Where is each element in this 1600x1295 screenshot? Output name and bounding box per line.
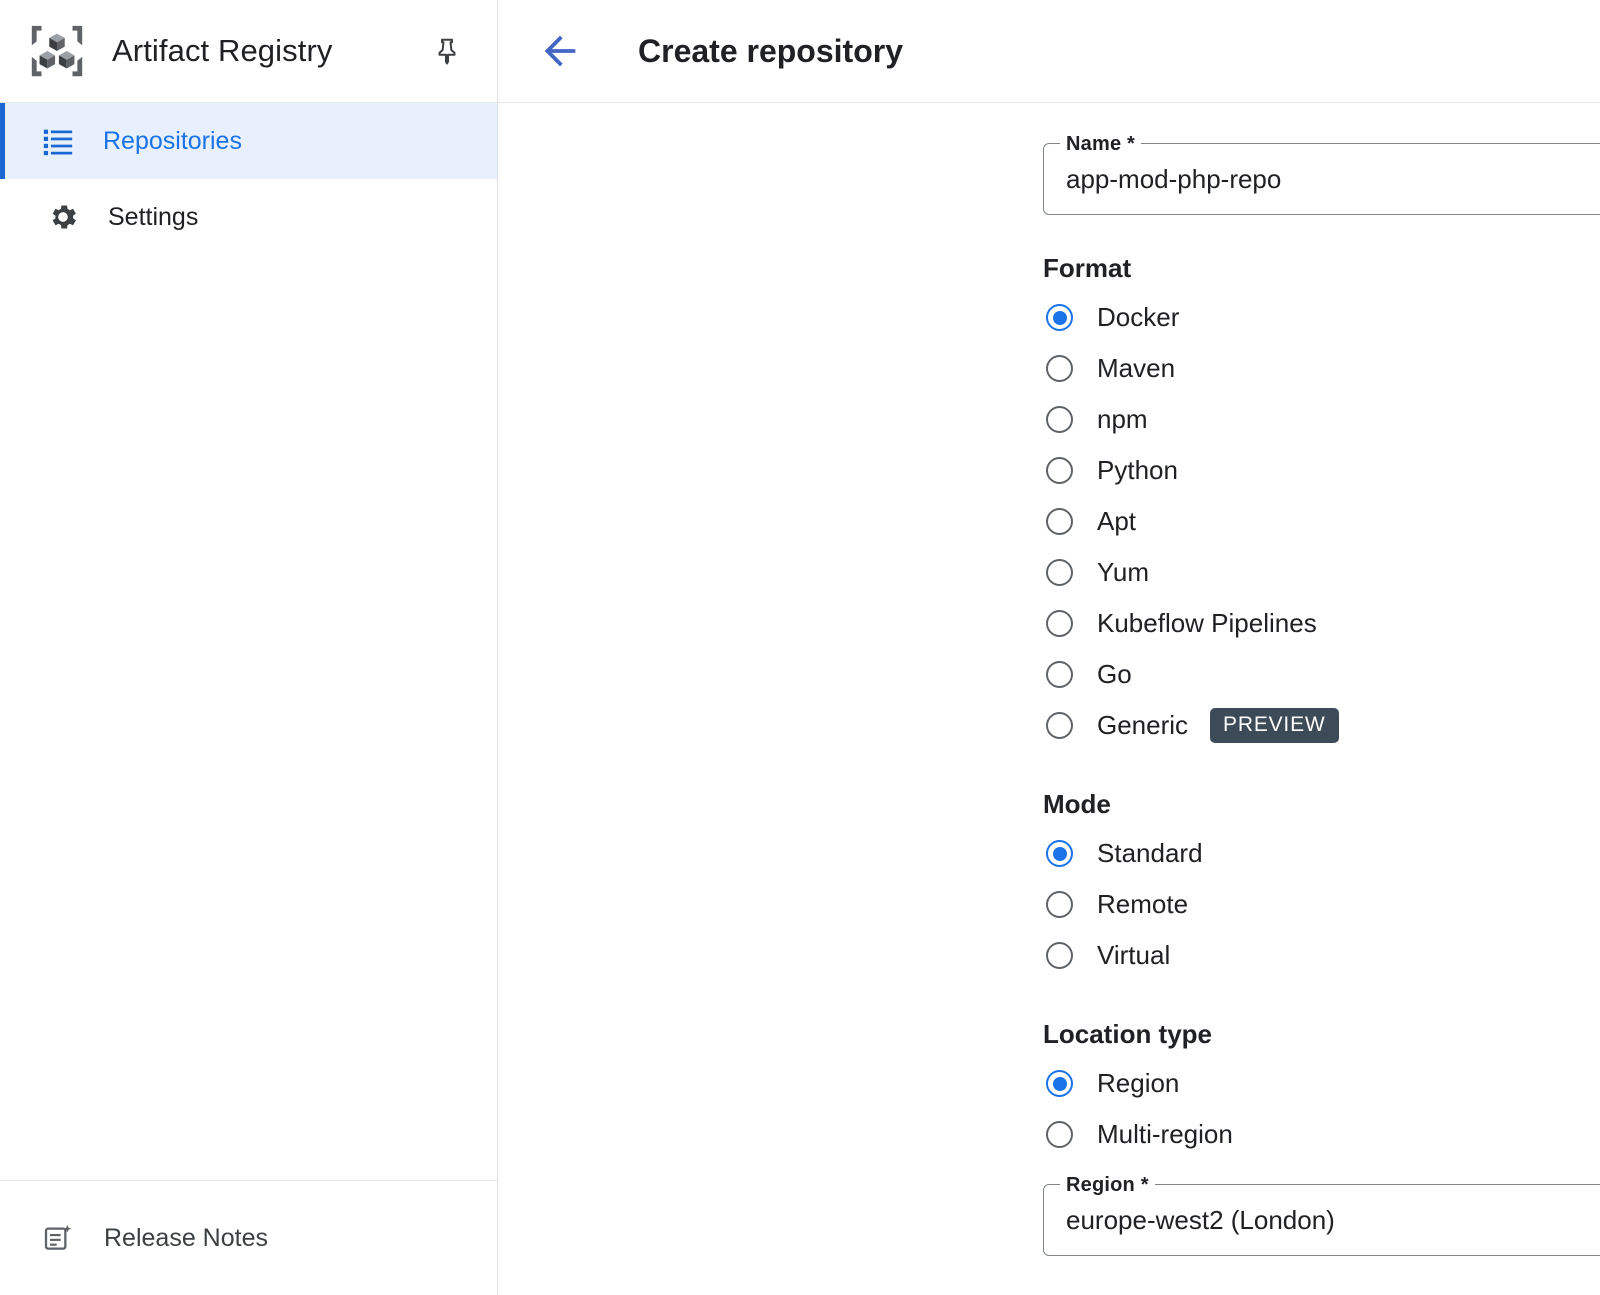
list-icon [43,129,73,156]
release-notes-label: Release Notes [104,1223,268,1252]
sidebar-nav: Repositories Settings [0,103,497,255]
format-option-docker-label: Docker [1097,302,1180,332]
preview-badge: PREVIEW [1210,708,1339,743]
page-title: Create repository [638,32,903,69]
radio-python[interactable] [1046,457,1073,484]
mode-group-label: Mode [1043,789,1111,819]
mode-option-standard[interactable]: Standard [1043,828,1600,879]
format-group: Format Docker Maven npm [1043,253,1600,751]
format-option-python-label: Python [1097,455,1178,485]
location-type-group-label: Location type [1043,1019,1213,1049]
location-type-option-region[interactable]: Region [1043,1058,1600,1109]
brand-title: Artifact Registry [112,33,333,68]
arrow-left-icon [544,35,576,67]
radio-maven[interactable] [1046,355,1073,382]
name-field-label: Name * [1060,133,1142,156]
format-option-yum-label: Yum [1097,557,1150,587]
radio-yum[interactable] [1046,559,1073,586]
format-option-generic-label: Generic [1097,710,1189,740]
sidebar-spacer [0,255,497,1180]
format-option-go-label: Go [1097,659,1132,689]
artifact-registry-cubes-icon [31,25,83,77]
radio-multi-region[interactable] [1046,1121,1073,1148]
form-container: Name * Format Docker Maven [498,103,1600,1276]
page-header: Create repository [498,0,1600,103]
mode-option-remote-label: Remote [1097,889,1189,919]
name-input[interactable] [1066,163,1600,195]
mode-option-virtual-label: Virtual [1097,940,1171,970]
location-type-option-region-label: Region [1097,1068,1180,1098]
gear-icon [52,205,76,229]
format-option-python[interactable]: Python [1043,445,1600,496]
radio-standard[interactable] [1046,840,1073,867]
format-option-generic[interactable]: Generic PREVIEW [1043,700,1600,751]
format-option-go[interactable]: Go [1043,649,1600,700]
mode-group: Mode Standard Remote Virtual [1043,789,1600,981]
format-option-npm-label: npm [1097,404,1148,434]
radio-region[interactable] [1046,1070,1073,1097]
radio-apt[interactable] [1046,508,1073,535]
radio-docker[interactable] [1046,304,1073,331]
sidebar-item-settings[interactable]: Settings [0,179,497,255]
format-option-docker[interactable]: Docker [1043,292,1600,343]
region-select[interactable]: Region * europe-west2 (London) [1043,1174,1600,1256]
location-type-group: Location type Region Multi-region [1043,1019,1600,1160]
pin-icon[interactable] [427,31,467,71]
radio-virtual[interactable] [1046,942,1073,969]
format-option-yum[interactable]: Yum [1043,547,1600,598]
name-field[interactable]: Name * [1043,133,1600,215]
release-notes-button[interactable]: Release Notes [0,1180,497,1295]
sidebar-item-repositories[interactable]: Repositories [0,103,497,179]
radio-npm[interactable] [1046,406,1073,433]
sidebar-item-repositories-label: Repositories [103,126,242,155]
format-option-maven-label: Maven [1097,353,1176,383]
format-group-label: Format [1043,253,1132,283]
mode-option-standard-label: Standard [1097,838,1203,868]
sidebar: Artifact Registry Repositories [0,0,498,1295]
radio-kubeflow-pipelines[interactable] [1046,610,1073,637]
release-notes-icon [44,1224,72,1250]
brand-header: Artifact Registry [0,0,497,103]
back-button[interactable] [534,25,586,77]
region-select-label: Region * [1060,1174,1155,1197]
create-repository-form: Name * Format Docker Maven [1043,133,1600,1256]
mode-option-remote[interactable]: Remote [1043,879,1600,930]
format-option-kubeflow-pipelines[interactable]: Kubeflow Pipelines [1043,598,1600,649]
format-option-npm[interactable]: npm [1043,394,1600,445]
main-content: Create repository Name * Format Docker [498,0,1600,1295]
sidebar-item-settings-label: Settings [108,202,199,231]
mode-option-virtual[interactable]: Virtual [1043,930,1600,981]
location-type-option-multi-region[interactable]: Multi-region [1043,1109,1600,1160]
radio-remote[interactable] [1046,891,1073,918]
format-option-kubeflow-pipelines-label: Kubeflow Pipelines [1097,608,1317,638]
pin-glyph [438,38,456,65]
format-option-apt-label: Apt [1097,506,1137,536]
radio-go[interactable] [1046,661,1073,688]
radio-generic[interactable] [1046,712,1073,739]
format-option-apt[interactable]: Apt [1043,496,1600,547]
region-selected-value: europe-west2 (London) [1066,1204,1335,1235]
format-option-maven[interactable]: Maven [1043,343,1600,394]
location-type-option-multi-region-label: Multi-region [1097,1119,1233,1149]
